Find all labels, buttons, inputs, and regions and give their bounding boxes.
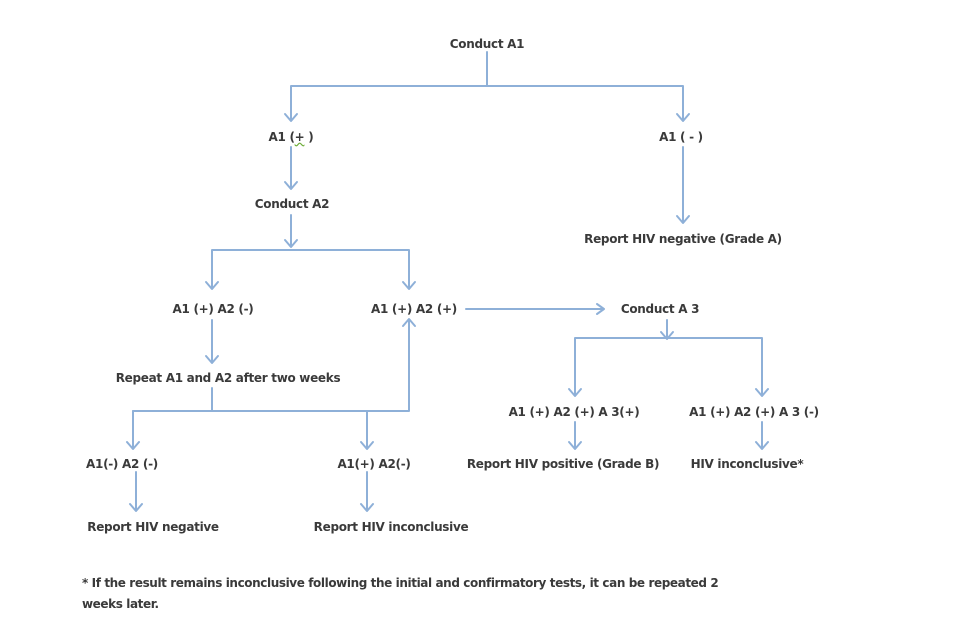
node-conduct-a1: Conduct A1 — [449, 37, 525, 51]
node-a1-positive: A1 (+ ) — [269, 130, 314, 144]
arrowhead-a1pos-a2neg — [205, 281, 219, 290]
node-repeat-a1-a2: Repeat A1 and A2 after two weeks — [115, 371, 341, 385]
connector-a1-split — [290, 51, 684, 121]
node-a3-positive: A1 (+) A2 (+) A 3(+) — [508, 405, 640, 419]
arrowhead-a1-neg — [676, 113, 690, 122]
node-a3-negative: A1 (+) A2 (+) A 3 (-) — [689, 405, 819, 419]
connector-a3-split — [574, 319, 763, 396]
arrowhead-repeat-pos — [360, 441, 374, 450]
node-hiv-inconclusive: HIV inconclusive* — [690, 457, 804, 471]
arrowhead-report-grade-a — [676, 215, 690, 224]
arrowhead-a1pos-a2pos — [402, 281, 416, 290]
arrowhead-loop-up — [402, 318, 416, 327]
node-a1pos-a2pos: A1 (+) A2 (+) — [371, 302, 457, 316]
arrowhead-hiv-inconclusive — [755, 441, 769, 450]
arrowhead-a1-pos — [284, 113, 298, 122]
node-report-negative-grade-a: Report HIV negative (Grade A) — [584, 232, 782, 246]
connector-a2-split — [211, 214, 410, 289]
arrowhead-repeat-neg — [126, 441, 140, 450]
arrowhead-a3-neg — [755, 388, 769, 397]
arrowhead-report-neg — [129, 503, 143, 512]
arrowhead-a3-split — [660, 331, 674, 340]
arrowhead-report-inconclusive — [360, 503, 374, 512]
node-repeat-a1pos-a2neg: A1(+) A2(-) — [337, 457, 411, 471]
node-report-negative: Report HIV negative — [87, 520, 219, 534]
connector-repeat-split — [132, 410, 368, 449]
node-conduct-a2: Conduct A2 — [254, 197, 330, 211]
arrowhead-a2-split — [284, 239, 298, 248]
a1-pos-prefix: A1 ( — [268, 130, 295, 144]
node-report-positive-grade-b: Report HIV positive (Grade B) — [466, 457, 660, 471]
node-repeat-a1neg-a2neg: A1(-) A2 (-) — [86, 457, 158, 471]
arrowhead-repeat — [205, 355, 219, 364]
footnote: * If the result remains inconclusive fol… — [82, 573, 802, 615]
node-report-inconclusive: Report HIV inconclusive — [313, 520, 469, 534]
a1-pos-suffix: ) — [308, 130, 314, 144]
connector-repeat-loop — [132, 319, 410, 412]
arrowhead-conduct-a3 — [596, 303, 605, 315]
node-conduct-a3: Conduct A 3 — [620, 302, 700, 316]
node-a1pos-a2neg: A1 (+) A2 (-) — [172, 302, 254, 316]
a1-pos-sign: + — [294, 130, 305, 144]
footnote-line-2: weeks later. — [82, 597, 159, 611]
node-a1-negative: A1 ( - ) — [659, 130, 703, 144]
arrowhead-conduct-a2 — [284, 181, 298, 190]
footnote-line-1: * If the result remains inconclusive fol… — [82, 576, 719, 590]
arrowhead-report-grade-b — [568, 441, 582, 450]
arrowhead-a3-pos — [568, 388, 582, 397]
